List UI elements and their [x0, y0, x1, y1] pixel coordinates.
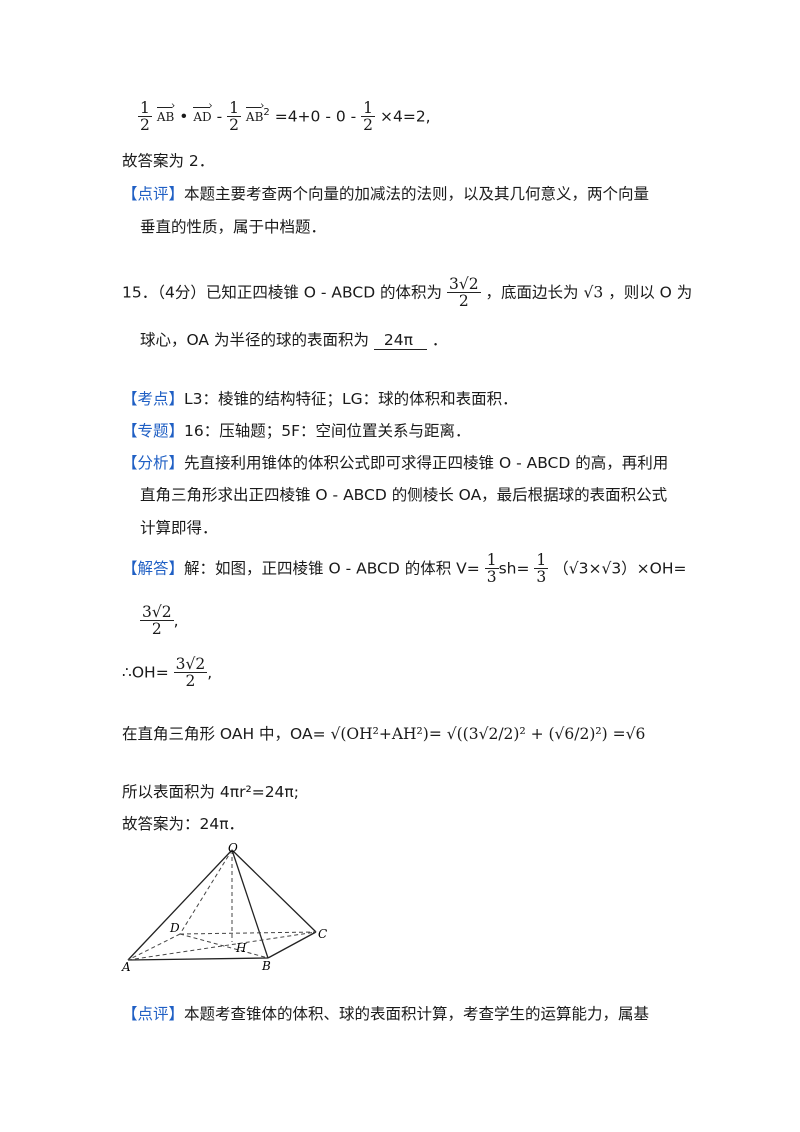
- zhuanti-tag: 【专题】: [122, 422, 185, 440]
- pyramid-figure: O D H C A B: [121, 841, 327, 974]
- top-formula: 12 AB • AD - 12 AB2 =4+0 - 0 - 12 ×4=2,: [138, 99, 431, 134]
- surface-line: 所以表面积为 4πr²=24π;: [122, 783, 299, 801]
- kaodian-line: 【考点】L3：棱锥的结构特征；LG：球的体积和表面积．: [122, 390, 518, 408]
- label-a: A: [121, 960, 131, 974]
- vector-ab: AB: [245, 99, 265, 124]
- label-b: B: [261, 959, 271, 973]
- jieda-tag: 【解答】: [122, 559, 185, 578]
- fenxi-line-3: 计算即得．: [140, 519, 218, 537]
- answer-blank: 24π: [373, 331, 427, 350]
- comment-tag-2: 【点评】: [122, 1005, 185, 1023]
- label-o: O: [228, 841, 238, 855]
- kaodian-tag: 【考点】: [122, 390, 185, 408]
- vector-ab: AB: [156, 99, 176, 124]
- answer-line: 故答案为 2．: [122, 152, 215, 170]
- comment-block-2: 【点评】本题考查锥体的体积、球的表面积计算，考查学生的运算能力，属基: [122, 1005, 650, 1023]
- comment-block: 【点评】本题主要考查两个向量的加减法的法则，以及其几何意义，两个向量: [122, 185, 650, 203]
- comment-line-2: 垂直的性质，属于中档题．: [140, 218, 327, 236]
- answer-line-2: 故答案为：24π．: [122, 815, 245, 833]
- fenxi-line-1: 【分析】先直接利用锥体的体积公式即可求得正四棱锥 O - ABCD 的高，再利用: [122, 454, 669, 472]
- oa-line: 在直角三角形 OAH 中，OA= √(OH²+AH²)= √((3√2/2)² …: [122, 725, 646, 743]
- problem-15-line-2: 球心，OA 为半径的球的表面积为 24π ．: [140, 331, 448, 350]
- zhuanti-line: 【专题】16：压轴题；5F：空间位置关系与距离．: [122, 422, 471, 440]
- fenxi-line-2: 直角三角形求出正四棱锥 O - ABCD 的侧棱长 OA，最后根据球的表面积公式: [140, 486, 668, 504]
- label-c: C: [318, 927, 327, 941]
- fenxi-tag: 【分析】: [122, 454, 185, 472]
- vector-ad: AD: [193, 99, 213, 124]
- label-d: D: [169, 921, 180, 935]
- comment-tag: 【点评】: [122, 185, 185, 203]
- label-h: H: [235, 941, 247, 955]
